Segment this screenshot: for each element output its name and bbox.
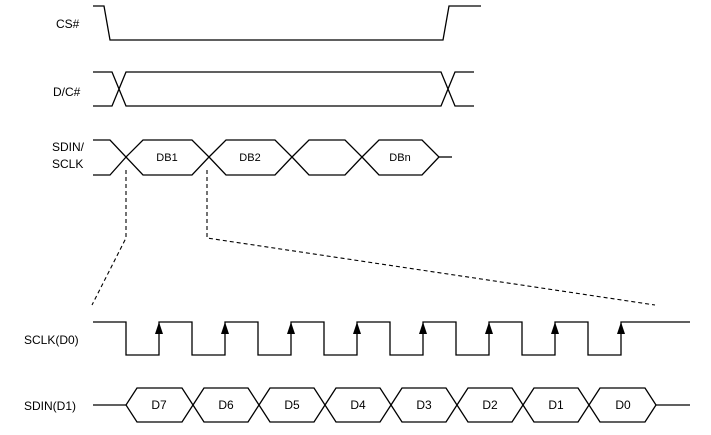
rising-edge-arrow (287, 322, 295, 334)
bit-label-d5: D5 (284, 398, 300, 412)
bit-label-d1: D1 (548, 398, 564, 412)
rising-edge-arrow (617, 322, 625, 334)
top-byte-2-label: DB2 (239, 152, 260, 164)
bit-label-d3: D3 (416, 398, 432, 412)
cs-waveform (93, 5, 481, 41)
bit-label-d7: D7 (151, 398, 167, 412)
cs-label: CS# (56, 17, 80, 31)
top-byte-n-label: DBn (389, 152, 410, 164)
rising-edge-arrow (353, 322, 361, 334)
rising-edge-arrows (155, 322, 625, 334)
top-bus-waveform (93, 139, 452, 176)
bit-label-d4: D4 (350, 398, 366, 412)
sdin-waveform (93, 387, 690, 423)
rising-edge-arrow (551, 322, 559, 334)
rising-edge-arrow (155, 322, 163, 334)
zoom-line-left (91, 170, 127, 306)
sdin-sclk-label-line2: SCLK (52, 157, 83, 171)
rising-edge-arrow (485, 322, 493, 334)
sclk-d0-label: SCLK(D0) (24, 333, 79, 347)
bit-label-d2: D2 (482, 398, 498, 412)
dc-label: D/C# (53, 85, 81, 99)
sdin-d1-label: SDIN(D1) (24, 399, 76, 413)
dc-waveform (93, 71, 474, 107)
rising-edge-arrow (419, 322, 427, 334)
sclk-waveform (93, 321, 690, 356)
bit-label-d6: D6 (218, 398, 234, 412)
sdin-sclk-label-line1: SDIN/ (52, 140, 85, 154)
bit-label-d0: D0 (615, 398, 631, 412)
zoom-line-right (206, 170, 656, 306)
rising-edge-arrow (221, 322, 229, 334)
top-byte-1-label: DB1 (156, 152, 177, 164)
